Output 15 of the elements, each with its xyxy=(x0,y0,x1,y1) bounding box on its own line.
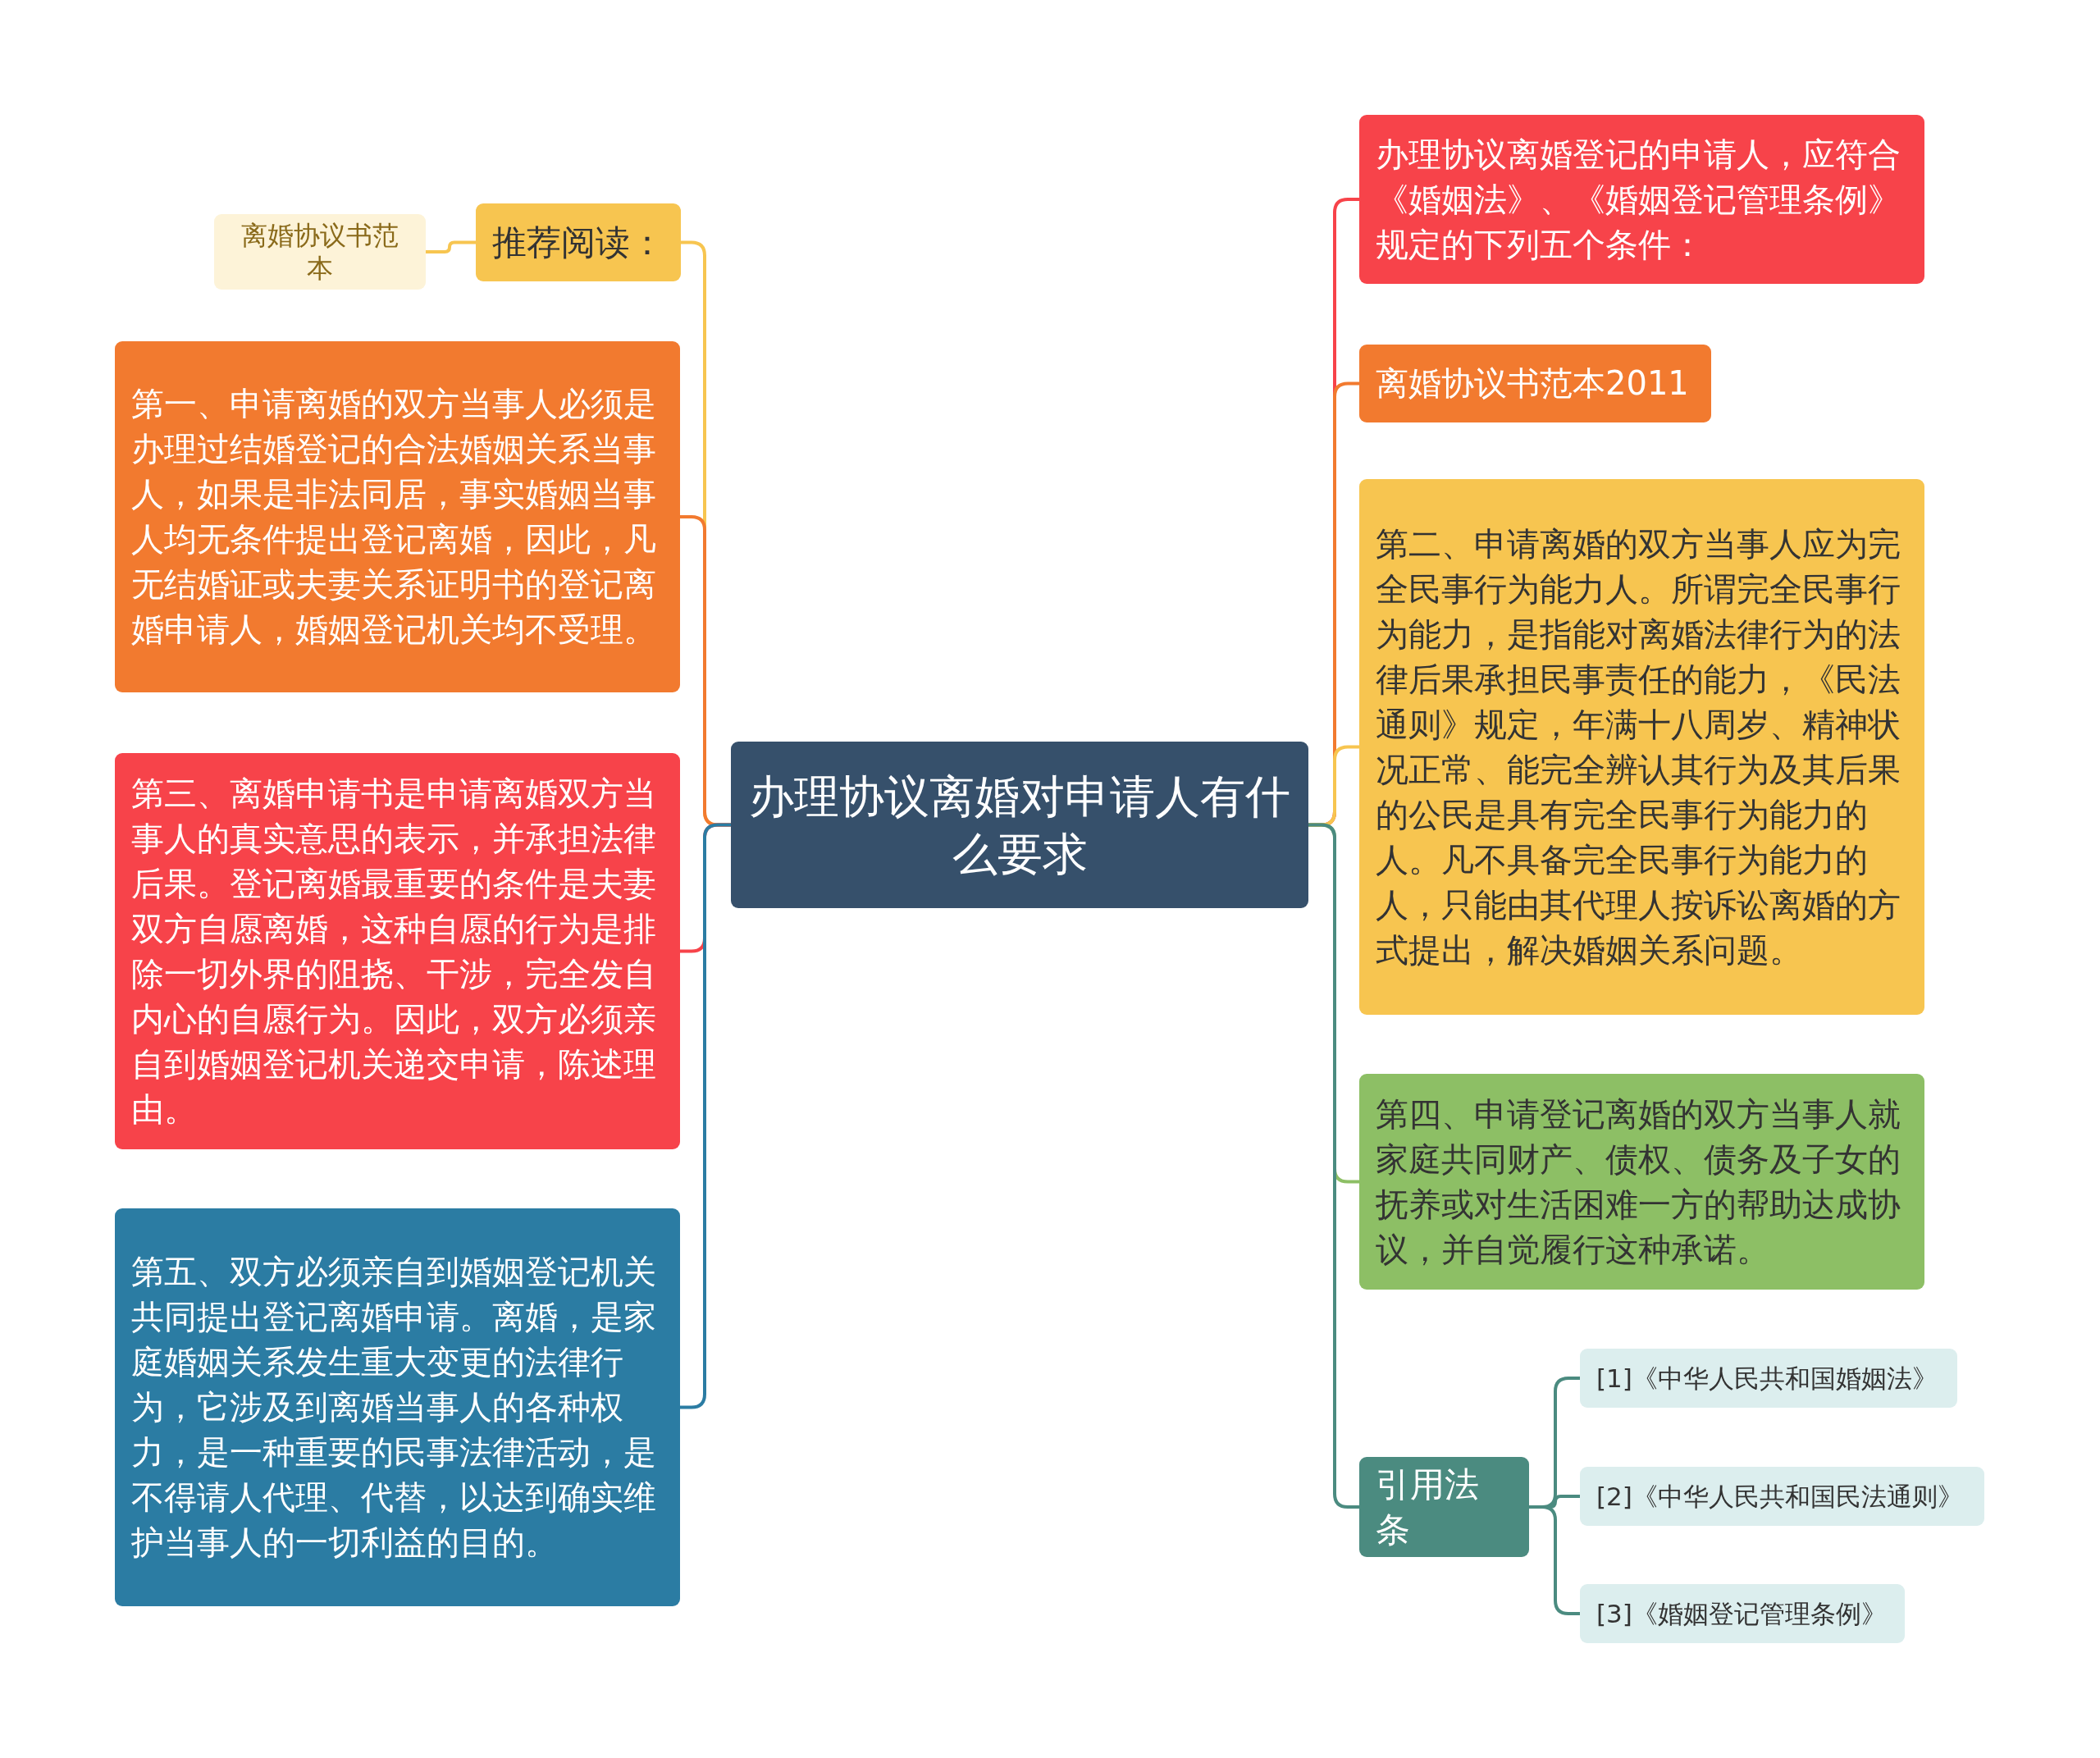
topic-box: 引用法条 xyxy=(1359,1457,1529,1557)
topic-box: 第五、双方必须亲自到婚姻登记机关共同提出登记离婚申请。离婚，是家庭婚姻关系发生重大变更的法律行为，它涉及到离婚当事人的各种权力，是一种重要的民事法律活动，是不得请人代理、代替，以达到确实维护当事人的一切利益的目的。 xyxy=(115,1208,680,1606)
topic-box: 推荐阅读： xyxy=(476,203,681,281)
reference-box: [1]《中华人民共和国婚姻法》 xyxy=(1580,1349,1957,1408)
reference-box: [3]《婚姻登记管理条例》 xyxy=(1580,1584,1905,1643)
topic-box: 第三、离婚申请书是申请离婚双方当事人的真实意思的表示，并承担法律后果。登记离婚最重要的条件是夫妻双方自愿离婚，这种自愿的行为是排除一切外界的阻挠、干涉，完全发自内心的自愿行为。因此，双方必须亲自到婚姻登记机关递交申请，陈述理由。 xyxy=(115,753,680,1149)
topic-box: 离婚协议书范本2011 xyxy=(1359,345,1711,422)
topic-box: 第二、申请离婚的双方当事人应为完全民事行为能力人。所谓完全民事行为能力，是指能对离婚法律行为的法律后果承担民事责任的能力，《民法通则》规定，年满十八周岁、精神状况正常、能完全辨认其行为及其后果的公民是具有完全民事行为能力的人。凡不具备完全民事行为能力的人，只能由其代理人按诉讼离婚的方式提出，解决婚姻关系问题。 xyxy=(1359,479,1924,1015)
topic-box: 第一、申请离婚的双方当事人必须是办理过结婚登记的合法婚姻关系当事人，如果是非法同居，事实婚姻当事人均无条件提出登记离婚，因此，凡无结婚证或夫妻关系证明书的登记离婚申请人，婚姻登记机关均不受理。 xyxy=(115,341,680,692)
link-box: 离婚协议书范本 xyxy=(214,214,426,290)
connector-line xyxy=(426,240,476,253)
reference-box: [2]《中华人民共和国民法通则》 xyxy=(1580,1467,1984,1526)
topic-box: 办理协议离婚登记的申请人，应符合《婚姻法》、《婚姻登记管理条例》规定的下列五个条件： xyxy=(1359,115,1924,284)
central-topic-box: 办理协议离婚对申请人有什么要求 xyxy=(731,742,1308,908)
topic-box: 第四、申请登记离婚的双方当事人就家庭共同财产、债权、债务及子女的抚养或对生活困难一方的帮助达成协议，并自觉履行这种承诺。 xyxy=(1359,1074,1924,1290)
